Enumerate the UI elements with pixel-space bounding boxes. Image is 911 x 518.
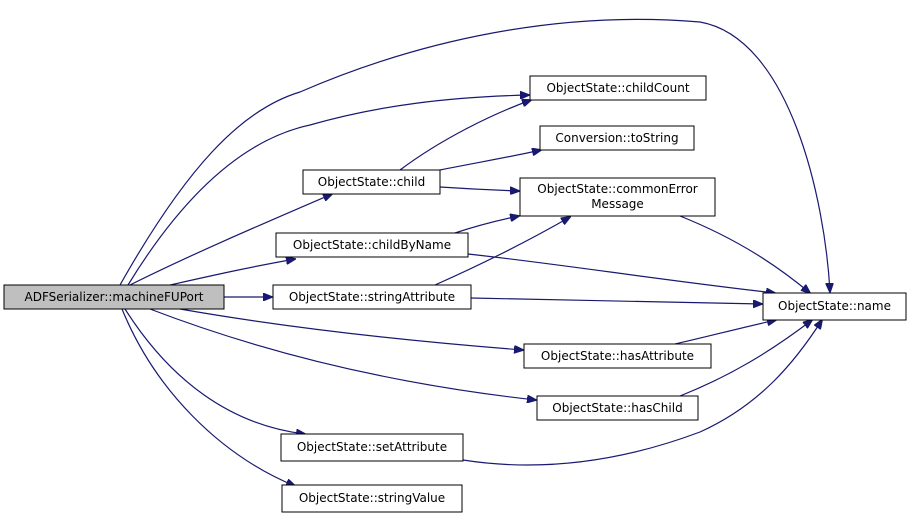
node-child-count-box[interactable]: [529, 75, 707, 101]
edge-root-to-hasChild: [149, 308, 536, 400]
node-child-count[interactable]: ObjectState::childCount: [529, 75, 707, 101]
node-child-box[interactable]: [302, 169, 441, 195]
edge-child-to-commonError: [439, 186, 519, 191]
edge-stringAttribute-to-name: [470, 297, 762, 304]
node-child-label: ObjectState::child: [318, 175, 425, 189]
node-common-error-message[interactable]: ObjectState::commonError Message: [519, 177, 716, 217]
nodes: ADFSerializer::machineFUPort ObjectState…: [3, 75, 907, 513]
node-root-label: ADFSerializer::machineFUPort: [25, 290, 204, 304]
node-to-string[interactable]: Conversion::toString: [539, 125, 695, 151]
edge-childByName-to-name: [467, 253, 775, 293]
node-set-attribute-box[interactable]: [280, 433, 464, 462]
node-name[interactable]: ObjectState::name: [762, 292, 907, 321]
node-root-box[interactable]: [3, 284, 225, 310]
edge-root-to-childByName: [169, 259, 295, 286]
node-to-string-label: Conversion::toString: [555, 131, 678, 145]
node-child-count-label: ObjectState::childCount: [546, 81, 689, 95]
edge-root-to-child: [129, 194, 332, 286]
node-child[interactable]: ObjectState::child: [302, 169, 441, 195]
node-set-attribute[interactable]: ObjectState::setAttribute: [280, 433, 464, 462]
node-has-child-label: ObjectState::hasChild: [552, 401, 682, 415]
edges: [119, 18, 830, 486]
edge-root-to-stringValue: [121, 308, 295, 486]
node-common-error-message-label-1: ObjectState::commonError: [537, 182, 698, 196]
edge-commonError-to-name: [679, 215, 810, 293]
node-common-error-message-label-2: Message: [591, 197, 644, 211]
node-name-box[interactable]: [762, 292, 907, 321]
edge-hasAttribute-to-name: [674, 320, 776, 345]
edge-root-to-setAttribute: [124, 308, 305, 434]
node-child-by-name[interactable]: ObjectState::childByName: [275, 232, 469, 258]
edge-root-to-hasAttribute: [179, 308, 523, 350]
edge-setAttribute-to-name: [462, 320, 822, 466]
node-child-by-name-label: ObjectState::childByName: [293, 238, 451, 252]
node-string-value[interactable]: ObjectState::stringValue: [281, 484, 463, 513]
node-has-attribute-label: ObjectState::hasAttribute: [541, 349, 694, 363]
edge-child-to-toString: [439, 150, 541, 171]
node-string-value-label: ObjectState::stringValue: [299, 491, 445, 505]
node-string-attribute-label: ObjectState::stringAttribute: [289, 290, 455, 304]
node-string-attribute-box[interactable]: [272, 284, 472, 310]
node-set-attribute-label: ObjectState::setAttribute: [297, 440, 447, 454]
edge-root-to-name: [119, 18, 830, 292]
edge-child-to-childCount: [399, 100, 531, 171]
node-root[interactable]: ADFSerializer::machineFUPort: [3, 284, 225, 310]
node-has-child-box[interactable]: [536, 395, 699, 421]
edge-root-to-childCount: [127, 95, 529, 286]
node-to-string-box[interactable]: [539, 125, 695, 151]
node-has-attribute-box[interactable]: [523, 343, 712, 369]
node-string-value-box[interactable]: [281, 484, 463, 513]
node-name-label: ObjectState::name: [778, 299, 891, 313]
edge-stringAttribute-to-commonError: [434, 217, 570, 286]
node-child-by-name-box[interactable]: [275, 232, 469, 258]
node-has-attribute[interactable]: ObjectState::hasAttribute: [523, 343, 712, 369]
node-string-attribute[interactable]: ObjectState::stringAttribute: [272, 284, 472, 310]
edge-childByName-to-commonError: [454, 216, 519, 234]
node-has-child[interactable]: ObjectState::hasChild: [536, 395, 699, 421]
edge-hasChild-to-name: [679, 320, 812, 397]
node-common-error-message-box[interactable]: [519, 177, 716, 217]
